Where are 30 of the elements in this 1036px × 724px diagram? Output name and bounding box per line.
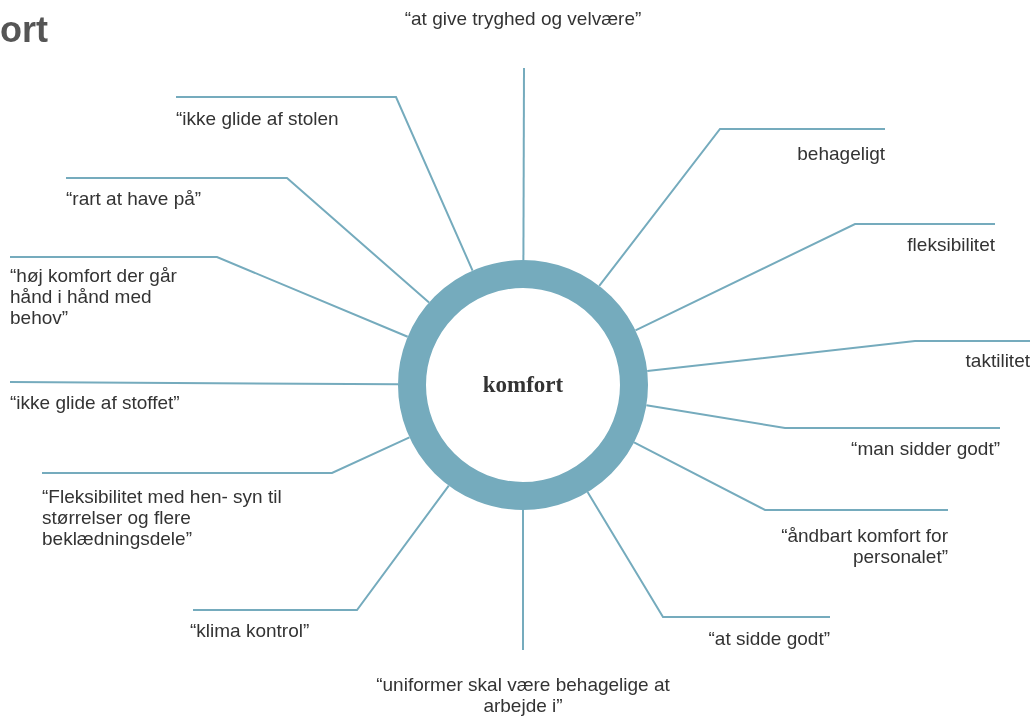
quote-label: “at give tryghed og velvære” (403, 8, 643, 29)
quote-label: “høj komfort der går hånd i hånd med behov” (10, 265, 210, 328)
leader-line (522, 509, 524, 651)
quote-label: “Fleksibilitet med hen- syn til størrelser og flere beklædningsdele” (42, 486, 312, 549)
leader-line (9, 256, 409, 338)
quote-label: fleksibilitet (845, 234, 995, 255)
center-label: komfort (482, 372, 564, 398)
leader-line (65, 177, 431, 304)
leader-line (192, 484, 450, 611)
leader-line (634, 223, 996, 332)
leader-line (41, 436, 411, 474)
quote-label: behageligt (735, 143, 885, 164)
leader-line (633, 441, 949, 511)
quote-label: “man sidder godt” (760, 438, 1000, 459)
quote-label: taktilitet (880, 350, 1030, 371)
quote-label: “ikke glide af stolen (176, 108, 416, 129)
title: ort (0, 8, 48, 52)
leader-line (586, 491, 831, 618)
leader-line (598, 128, 886, 287)
quote-label: “ikke glide af stoffet” (10, 392, 310, 413)
leader-line (646, 340, 1031, 373)
quote-label: “klima kontrol” (190, 620, 390, 641)
quote-label: “uniformer skal være behagelige at arbejde i” (373, 674, 673, 716)
quote-label: “at sidde godt” (630, 628, 830, 649)
leader-line (175, 96, 474, 272)
leader-line (522, 67, 525, 261)
quote-label: “åndbart komfort for personalet” (728, 525, 948, 567)
leader-line (645, 404, 1001, 429)
quote-label: “rart at have på” (66, 188, 306, 209)
leader-line (9, 381, 399, 386)
